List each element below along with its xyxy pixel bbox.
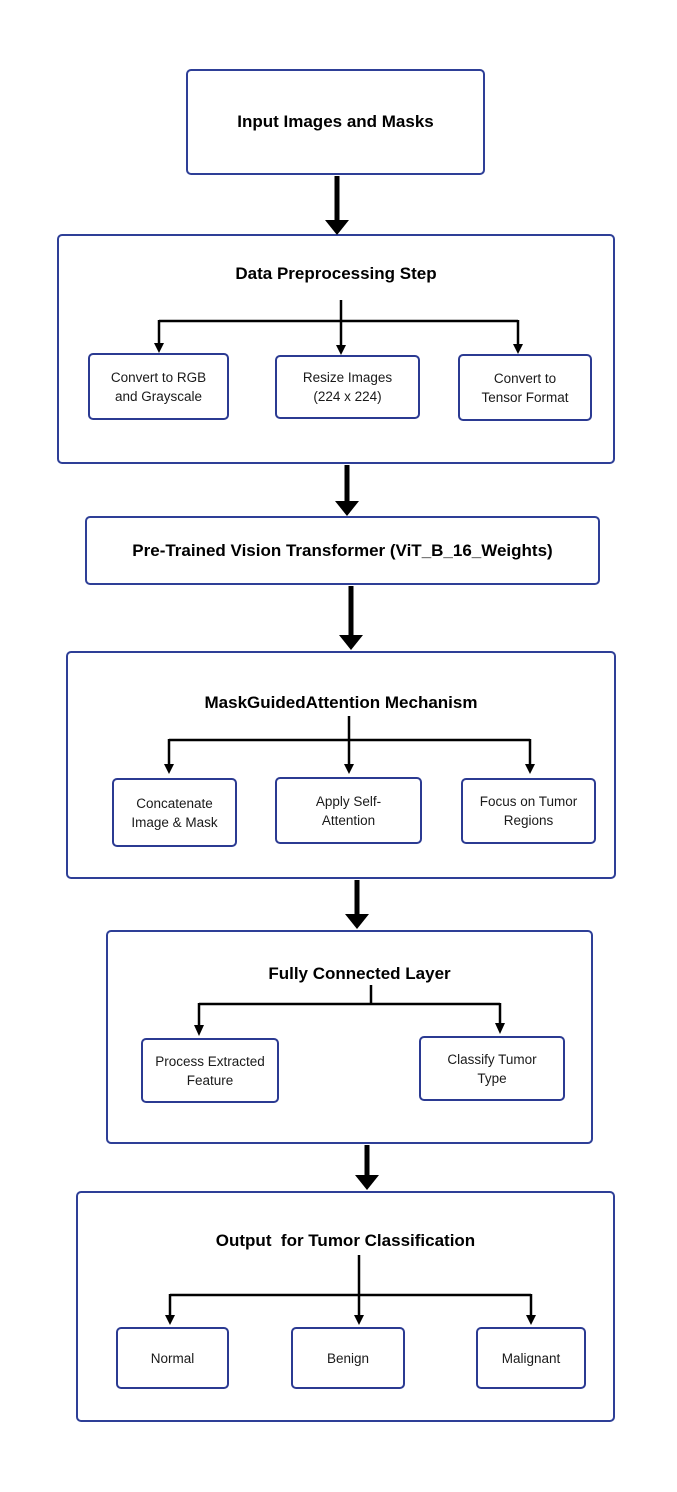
tumor-regions-box: Focus on Tumor Regions <box>461 778 596 844</box>
input-images-box: Input Images and Masks <box>186 69 485 175</box>
fc-title: Fully Connected Layer <box>268 964 451 983</box>
concatenate-box: Concatenate Image & Mask <box>112 778 237 847</box>
arrow-attention-to-fc <box>345 880 369 929</box>
vit-title: Pre-Trained Vision Transformer (ViT_B_16… <box>132 540 553 560</box>
process-feature-box: Process Extracted Feature <box>141 1038 279 1103</box>
input-images-title: Input Images and Masks <box>237 112 434 131</box>
classify-type-box: Classify Tumor Type <box>419 1036 565 1101</box>
attention-branch-connectors <box>167 716 532 766</box>
arrow-fc-to-output <box>355 1145 379 1190</box>
preprocessing-title: Data Preprocessing Step <box>235 264 437 283</box>
normal-box: Normal <box>116 1327 229 1389</box>
output-branch-connectors <box>168 1255 533 1318</box>
vit-box: Pre-Trained Vision Transformer (ViT_B_16… <box>85 516 600 585</box>
arrow-input-to-preprocessing <box>325 176 349 235</box>
malignant-box: Malignant <box>476 1327 586 1389</box>
arrow-preprocessing-to-vit <box>335 465 359 516</box>
arrow-vit-to-attention <box>339 586 363 650</box>
benign-box: Benign <box>291 1327 405 1389</box>
self-attention-box: Apply Self- Attention <box>275 777 422 844</box>
fc-branch-connectors <box>197 985 502 1027</box>
tensor-format-box: Convert to Tensor Format <box>458 354 592 421</box>
convert-rgb-box: Convert to RGB and Grayscale <box>88 353 229 420</box>
resize-images-box: Resize Images (224 x 224) <box>275 355 420 419</box>
preprocessing-branch-connectors <box>157 300 520 345</box>
attention-title: MaskGuidedAttention Mechanism <box>204 693 478 712</box>
output-title: Output for Tumor Classification <box>215 1231 476 1250</box>
preprocessing-box: Data Preprocessing Step <box>57 234 615 464</box>
